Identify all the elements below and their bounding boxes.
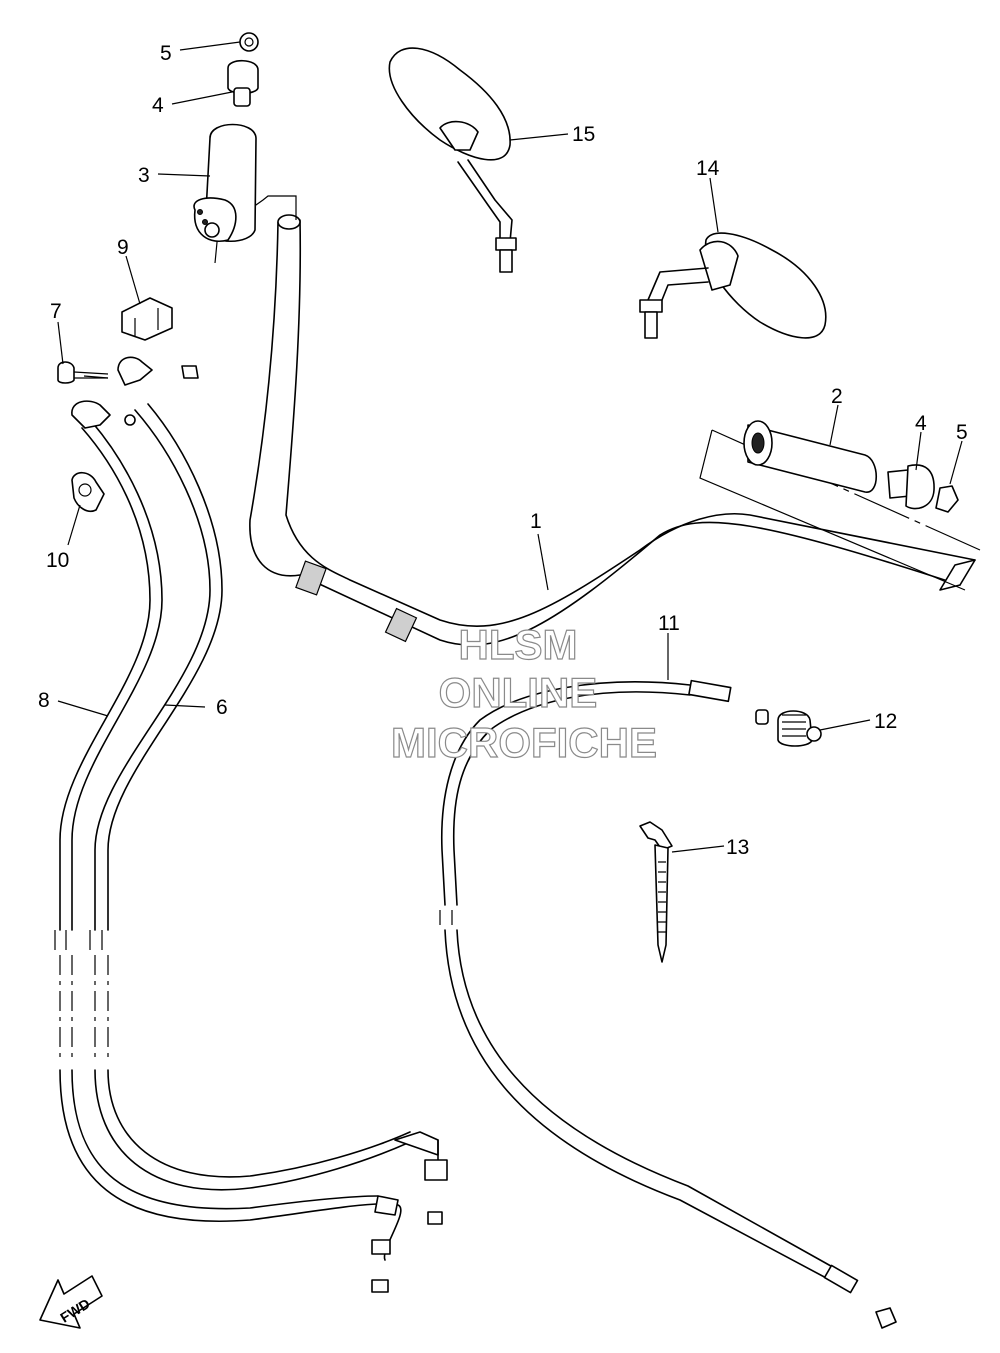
callout-8: 8 [38, 689, 50, 712]
left-bar-end-weight [227, 32, 259, 107]
cable-clip [71, 471, 105, 513]
callout-11: 11 [658, 612, 680, 635]
callout-15: 15 [572, 123, 595, 146]
callout-2: 2 [831, 385, 843, 408]
callouts: 5 4 3 9 7 10 8 6 1 2 4 5 15 14 11 12 13 [38, 42, 968, 859]
watermark-line-1: HLSM [459, 621, 578, 668]
screw [57, 361, 109, 384]
throttle-cables [54, 356, 448, 1293]
left-mirror [388, 47, 517, 273]
handlebar [249, 214, 976, 646]
callout-5-right: 5 [956, 421, 968, 444]
watermark-line-3: MICROFICHE [391, 719, 657, 766]
callout-4-right: 4 [915, 412, 927, 435]
callout-14: 14 [696, 157, 720, 180]
callout-13: 13 [726, 836, 749, 859]
right-mirror [639, 232, 827, 339]
callout-5-left: 5 [160, 42, 172, 65]
callout-4-left: 4 [152, 94, 164, 117]
callout-3: 3 [138, 164, 150, 187]
callout-12: 12 [874, 710, 897, 733]
leader-lines [57, 41, 963, 853]
right-grip [699, 420, 981, 591]
cable-adjuster [755, 709, 822, 747]
callout-1: 1 [530, 510, 542, 533]
watermark: HLSM ONLINE MICROFICHE [390, 620, 657, 766]
callout-10: 10 [46, 549, 69, 572]
callout-7: 7 [50, 300, 62, 323]
fwd-arrow-icon: FWD [39, 1275, 103, 1329]
cable-tie [639, 821, 673, 963]
cable-clamp [121, 297, 173, 341]
watermark-line-2: ONLINE [439, 669, 598, 716]
clutch-cable [439, 679, 897, 1329]
throttle-grip [193, 123, 297, 264]
right-bar-end-weight [887, 464, 959, 513]
callout-9: 9 [117, 236, 129, 259]
callout-6: 6 [216, 696, 228, 719]
